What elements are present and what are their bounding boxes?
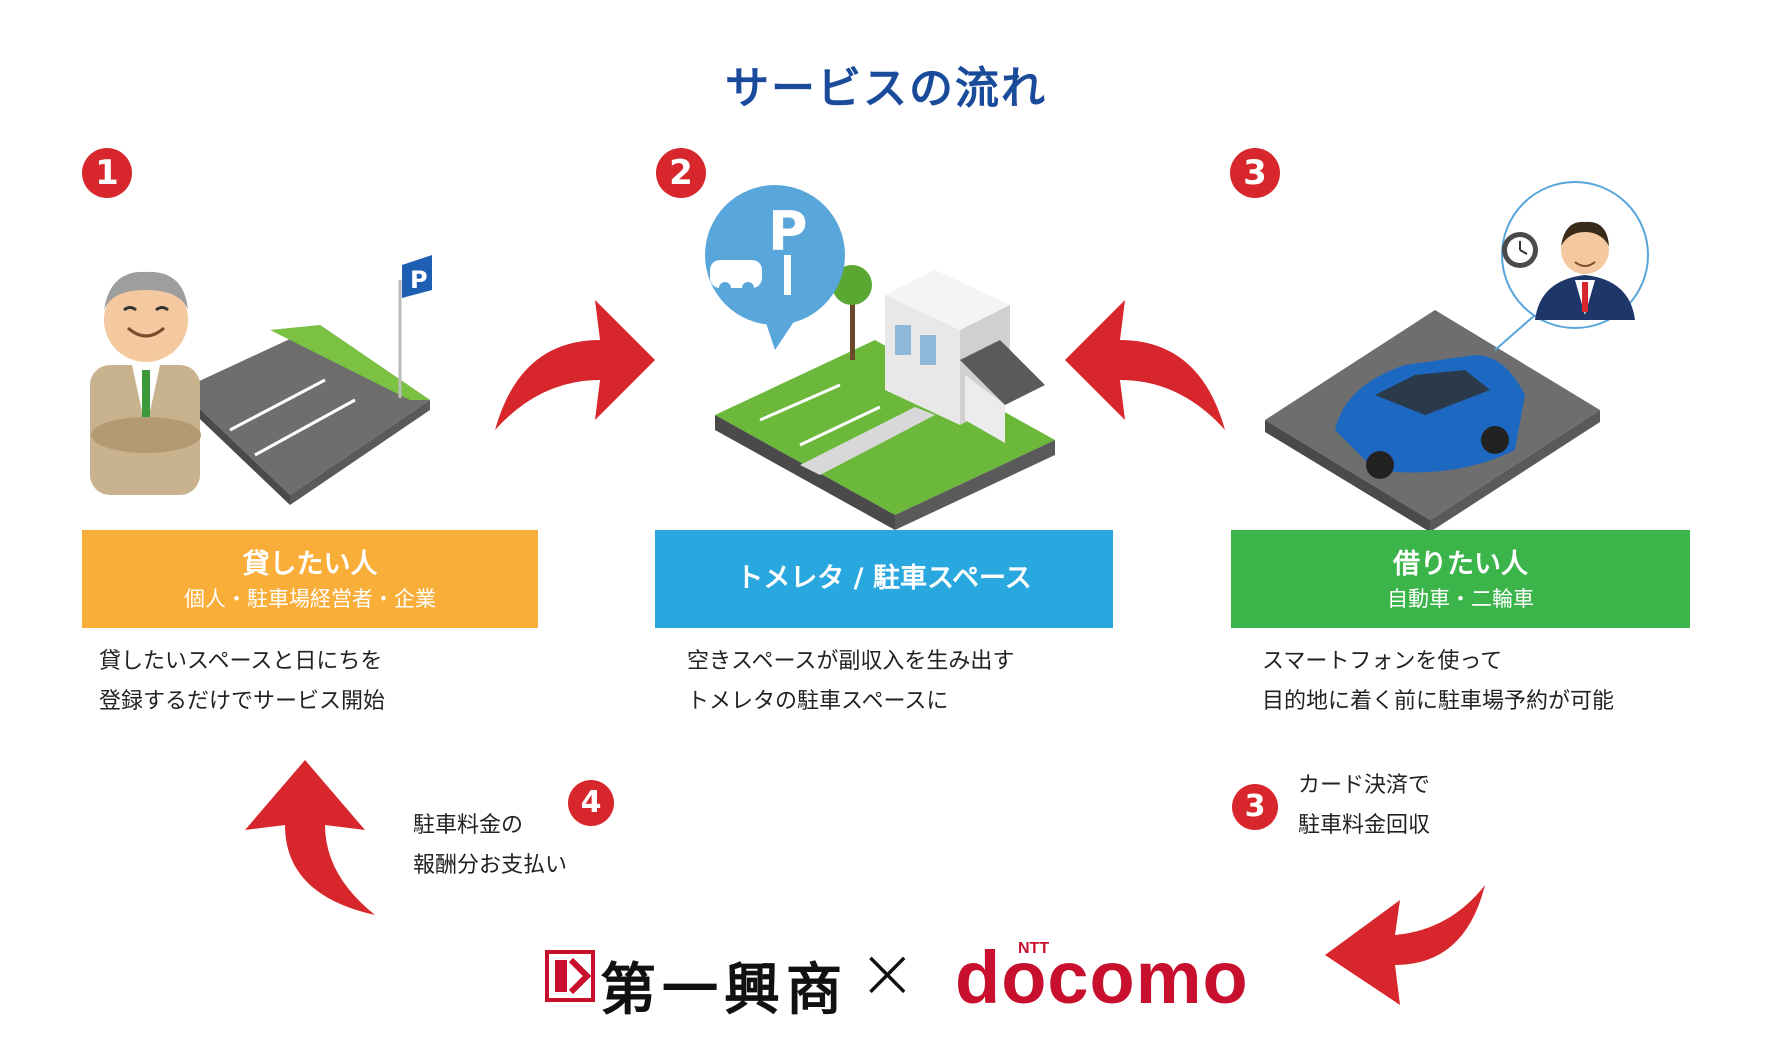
- tomereta-illustration: P: [705, 185, 1055, 530]
- desc-lender-line: 貸したいスペースと日にちを: [99, 649, 383, 674]
- desc-borrower: スマートフォンを使って 目的地に着く前に駐車場予約が可能: [1262, 642, 1614, 722]
- speech-bubble-parking-icon: P: [705, 185, 845, 350]
- arrow-icon: [495, 300, 655, 430]
- daiichikosho-logo-icon: [545, 950, 595, 1002]
- panel-lender: 貸したい人 個人・駐車場経営者・企業: [82, 530, 538, 628]
- panel-borrower-subtitle: 自動車・二輪車: [1387, 587, 1534, 611]
- arrow-icon: [245, 760, 375, 915]
- desc-tomereta: 空きスペースが副収入を生み出す トメレタの駐車スペースに: [687, 642, 1014, 722]
- borrower-person-icon: [1535, 221, 1635, 320]
- brand-cross: ×: [858, 932, 917, 1014]
- car-icon: [1335, 355, 1525, 479]
- desc-lender-line: 登録するだけでサービス開始: [99, 689, 386, 714]
- brand-ntt: NTT: [1018, 940, 1050, 957]
- step-badge-3: 3: [1230, 148, 1280, 198]
- step-badge-2: 2: [656, 148, 706, 198]
- panel-lender-title: 貸したい人: [242, 549, 378, 580]
- borrower-illustration: [1265, 181, 1649, 532]
- note-step3: カード決済で 駐車料金回収: [1298, 766, 1430, 846]
- clock-icon: [1502, 232, 1538, 268]
- arrow-icon: [1325, 885, 1485, 1005]
- panel-tomereta: トメレタ / 駐車スペース: [655, 530, 1113, 628]
- svg-text:P: P: [410, 266, 428, 294]
- brand-docomo: docomo: [955, 936, 1249, 1019]
- step-badge-3b: 3: [1232, 784, 1278, 830]
- step-badge-4: 4: [568, 780, 614, 826]
- desc-borrower-line: スマートフォンを使って: [1262, 649, 1503, 674]
- parking-sign-icon: P: [398, 255, 432, 398]
- note-step3-line: 駐車料金回収: [1298, 813, 1431, 838]
- brand-daiichikosho: 第一興商: [600, 957, 848, 1023]
- panel-lender-subtitle: 個人・駐車場経営者・企業: [184, 587, 436, 611]
- note-step4: 駐車料金の 報酬分お支払い: [413, 806, 567, 886]
- note-step3-line: カード決済で: [1298, 773, 1431, 798]
- lender-person-icon: [90, 271, 201, 495]
- note-step4-line: 駐車料金の: [413, 813, 524, 838]
- panel-borrower-title: 借りたい人: [1393, 549, 1528, 580]
- desc-lender: 貸したいスペースと日にちを 登録するだけでサービス開始: [99, 642, 385, 722]
- page-title: サービスの流れ: [725, 63, 1047, 114]
- note-step4-line: 報酬分お支払い: [413, 853, 568, 878]
- step-badge-1: 1: [82, 148, 132, 198]
- arrow-icon: [1065, 300, 1225, 430]
- panel-borrower: 借りたい人 自動車・二輪車: [1231, 530, 1690, 628]
- svg-text:P: P: [768, 200, 808, 263]
- lender-illustration: P: [90, 255, 432, 505]
- desc-borrower-line: 目的地に着く前に駐車場予約が可能: [1262, 689, 1615, 714]
- desc-tomereta-line: 空きスペースが副収入を生み出す: [687, 649, 1015, 674]
- desc-tomereta-line: トメレタの駐車スペースに: [687, 689, 949, 714]
- panel-tomereta-title: トメレタ / 駐車スペース: [736, 563, 1032, 594]
